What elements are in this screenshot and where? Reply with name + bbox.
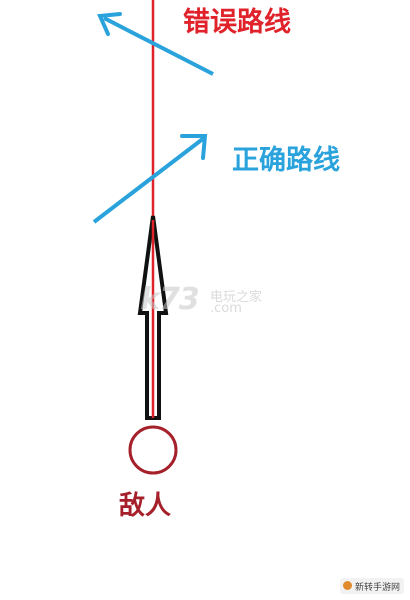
wrong-route-arrow [103,16,214,76]
wrong-route-label: 错误路线 [183,7,291,38]
corner-badge-text: 新转手游网 [355,583,401,593]
enemy-circle [128,425,178,475]
wrong-route-arrowhead [97,12,122,36]
watermark-logo: k73 [140,282,200,317]
watermark-cn: 电玩之家 [210,290,263,305]
watermark-com: .com [210,301,242,316]
enemy-label: 敌人 [119,491,172,521]
badge-logo-icon [343,581,352,590]
correct-route-arrowhead [180,134,208,160]
corner-badge: 新转手游网 [340,578,404,594]
watermark: k73 电玩之家 .com [140,282,280,322]
correct-route-label: 正确路线 [232,145,340,176]
correct-route-arrow [92,136,206,224]
